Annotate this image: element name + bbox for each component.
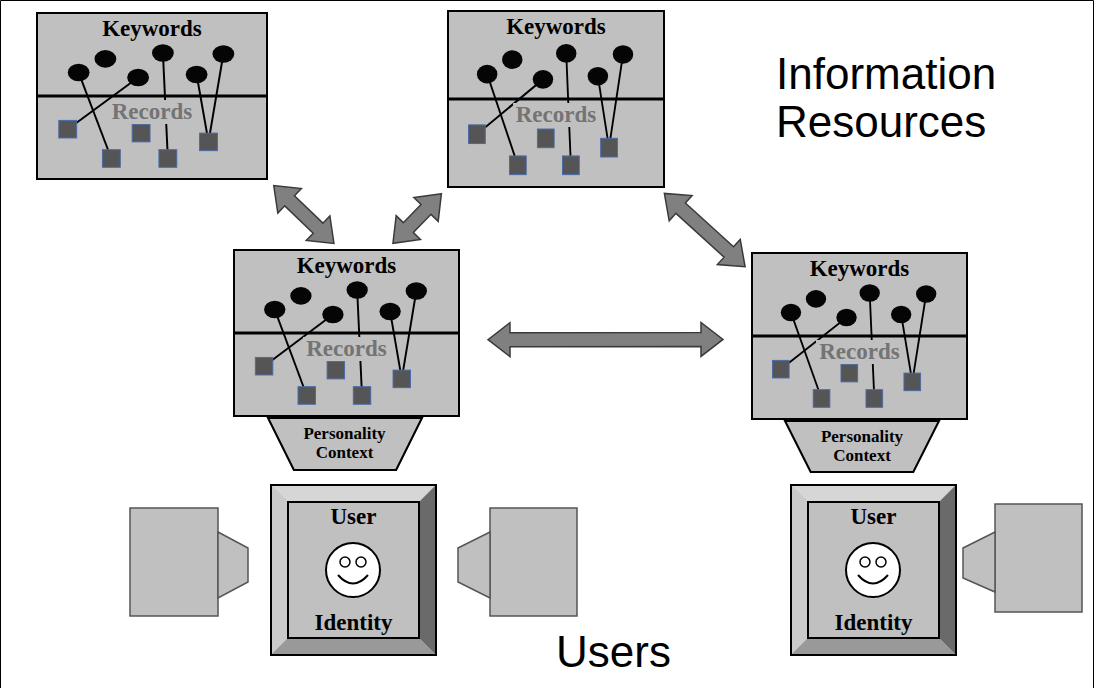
information-resource-box: KeywordsRecords	[447, 10, 665, 188]
speaker-right-a	[458, 508, 577, 616]
section-label: Records	[816, 340, 902, 364]
terminal-heading: User	[851, 504, 897, 530]
section-heading: Keywords	[102, 16, 202, 42]
personality-context-trapezoid: Personality Context	[267, 417, 423, 471]
section-label: Records	[303, 337, 389, 361]
double-arrow	[664, 193, 745, 266]
information-resource-box: KeywordsRecords	[233, 249, 460, 417]
user-terminal: UserIdentity	[270, 484, 437, 656]
section-label: Records	[513, 103, 599, 127]
terminal-label: Identity	[835, 610, 913, 636]
section-heading: Keywords	[810, 256, 910, 282]
section-label: Records	[109, 100, 195, 124]
double-arrow	[393, 194, 441, 244]
section-heading: Keywords	[297, 253, 397, 279]
double-arrow	[488, 322, 723, 356]
speaker-right-b	[963, 504, 1082, 612]
terminal-label: Identity	[315, 610, 393, 636]
context-label: Personality Context	[812, 427, 912, 465]
information-resource-box: KeywordsRecords	[36, 12, 268, 180]
section-title: Users	[556, 628, 696, 676]
speaker-left-a	[130, 508, 248, 616]
user-terminal: UserIdentity	[790, 484, 957, 656]
double-arrow	[274, 186, 334, 244]
section-title: Information Resources	[776, 50, 1046, 146]
information-resource-box: KeywordsRecords	[751, 252, 968, 420]
context-label: Personality Context	[295, 424, 395, 462]
section-heading: Keywords	[506, 14, 606, 40]
personality-context-trapezoid: Personality Context	[784, 420, 940, 473]
terminal-heading: User	[331, 504, 377, 530]
